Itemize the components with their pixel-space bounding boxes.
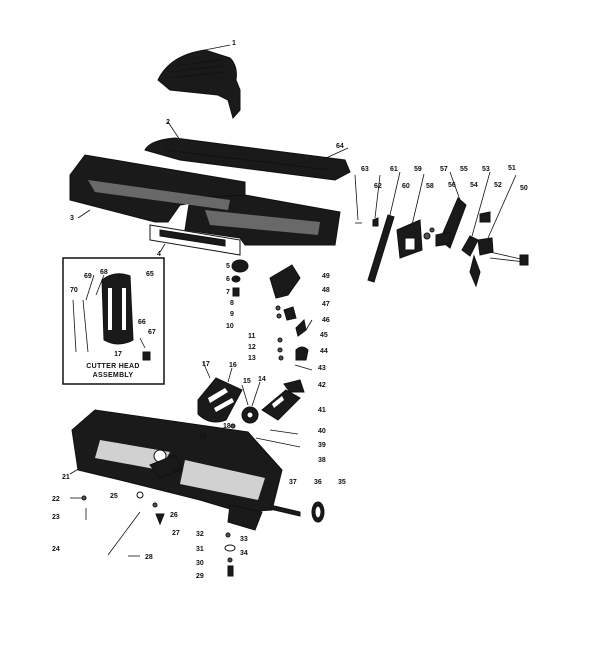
part-label-58: 58: [426, 183, 434, 190]
part-label-65: 65: [146, 271, 154, 278]
part-label-68: 68: [100, 269, 108, 276]
part-label-32: 32: [196, 531, 204, 538]
part-label-30: 30: [196, 560, 204, 567]
part-label-4: 4: [157, 251, 161, 258]
part-label-3: 3: [70, 215, 74, 222]
cutter-head-inset: CUTTER HEAD ASSEMBLY 17: [62, 257, 165, 385]
part-label-37: 37: [289, 479, 297, 486]
part-label-61: 61: [390, 166, 398, 173]
part-label-38: 38: [318, 457, 326, 464]
part-label-59: 59: [414, 166, 422, 173]
part-label-62: 62: [374, 183, 382, 190]
part-label-26: 26: [170, 512, 178, 519]
middle-small-parts: [231, 259, 313, 448]
part-label-28: 28: [145, 554, 153, 561]
part-label-11: 11: [248, 333, 256, 340]
part-1-guard: [157, 49, 241, 120]
part-label-56: 56: [448, 182, 456, 189]
part-label-39: 39: [318, 442, 326, 449]
part-label-24: 24: [52, 546, 60, 553]
part-label-47: 47: [322, 301, 330, 308]
part-label-66: 66: [138, 319, 146, 326]
part-label-70: 70: [70, 287, 78, 294]
part-label-18: 18: [223, 423, 231, 430]
part-label-42: 42: [318, 382, 326, 389]
part-label-14: 14: [258, 376, 266, 383]
part-label-25: 25: [110, 493, 118, 500]
part-label-36: 36: [314, 479, 322, 486]
part-label-45: 45: [320, 332, 328, 339]
part-3-table: [69, 154, 341, 256]
part-number-labels: 1234567891011121314151617181920212223242…: [52, 40, 528, 580]
part-label-43: 43: [318, 365, 326, 372]
lower-left-parts: [70, 491, 165, 557]
part-label-16: 16: [229, 362, 237, 369]
part-label-20: 20: [172, 467, 180, 474]
part-label-53: 53: [482, 166, 490, 173]
leader-lines: [69, 44, 517, 475]
part-label-31: 31: [196, 546, 204, 553]
part-label-69: 69: [84, 273, 92, 280]
fence-assembly-parts: [355, 197, 529, 288]
part-label-10: 10: [226, 323, 234, 330]
part-label-15: 15: [243, 378, 251, 385]
part-label-41: 41: [318, 407, 326, 414]
part-label-51: 51: [508, 165, 516, 172]
part-label-55: 55: [460, 166, 468, 173]
part-21-base: [71, 409, 283, 531]
part-label-21: 21: [62, 474, 70, 481]
part-label-60: 60: [402, 183, 410, 190]
part-label-27: 27: [172, 530, 180, 537]
part-label-9: 9: [230, 311, 234, 318]
part-2-rear-table-fence: [144, 137, 351, 181]
part-label-34: 34: [240, 550, 248, 557]
part-label-33: 33: [240, 536, 248, 543]
part-label-67: 67: [148, 329, 156, 336]
part-label-7: 7: [226, 289, 230, 296]
part-label-17: 17: [202, 361, 210, 368]
part-label-64: 64: [336, 143, 344, 150]
cutterhead-parts: [197, 377, 259, 441]
part-label-46: 46: [322, 317, 330, 324]
inset-caption-line-1: CUTTER HEAD: [86, 363, 139, 370]
part-label-29: 29: [196, 573, 204, 580]
part-label-19: 19: [199, 433, 207, 440]
part-label-52: 52: [494, 182, 502, 189]
part-label-63: 63: [361, 166, 369, 173]
part-label-23: 23: [52, 514, 60, 521]
part-label-2: 2: [166, 119, 170, 126]
part-label-6: 6: [226, 276, 230, 283]
part-label-8: 8: [230, 300, 234, 307]
part-label-50: 50: [520, 185, 528, 192]
part-label-13: 13: [248, 355, 256, 362]
part-label-1: 1: [232, 40, 236, 47]
part-label-49: 49: [322, 273, 330, 280]
part-label-40: 40: [318, 428, 326, 435]
part-label-48: 48: [322, 287, 330, 294]
part-label-57: 57: [440, 166, 448, 173]
part-label-5: 5: [226, 263, 230, 270]
part-label-44: 44: [320, 348, 328, 355]
part-label-12: 12: [248, 344, 256, 351]
part-label-22: 22: [52, 496, 60, 503]
part-label-35: 35: [338, 479, 346, 486]
inset-part-label: 17: [114, 351, 122, 358]
part-label-54: 54: [470, 182, 478, 189]
lower-right-parts: [224, 501, 325, 577]
inset-caption-line-2: ASSEMBLY: [93, 372, 134, 379]
